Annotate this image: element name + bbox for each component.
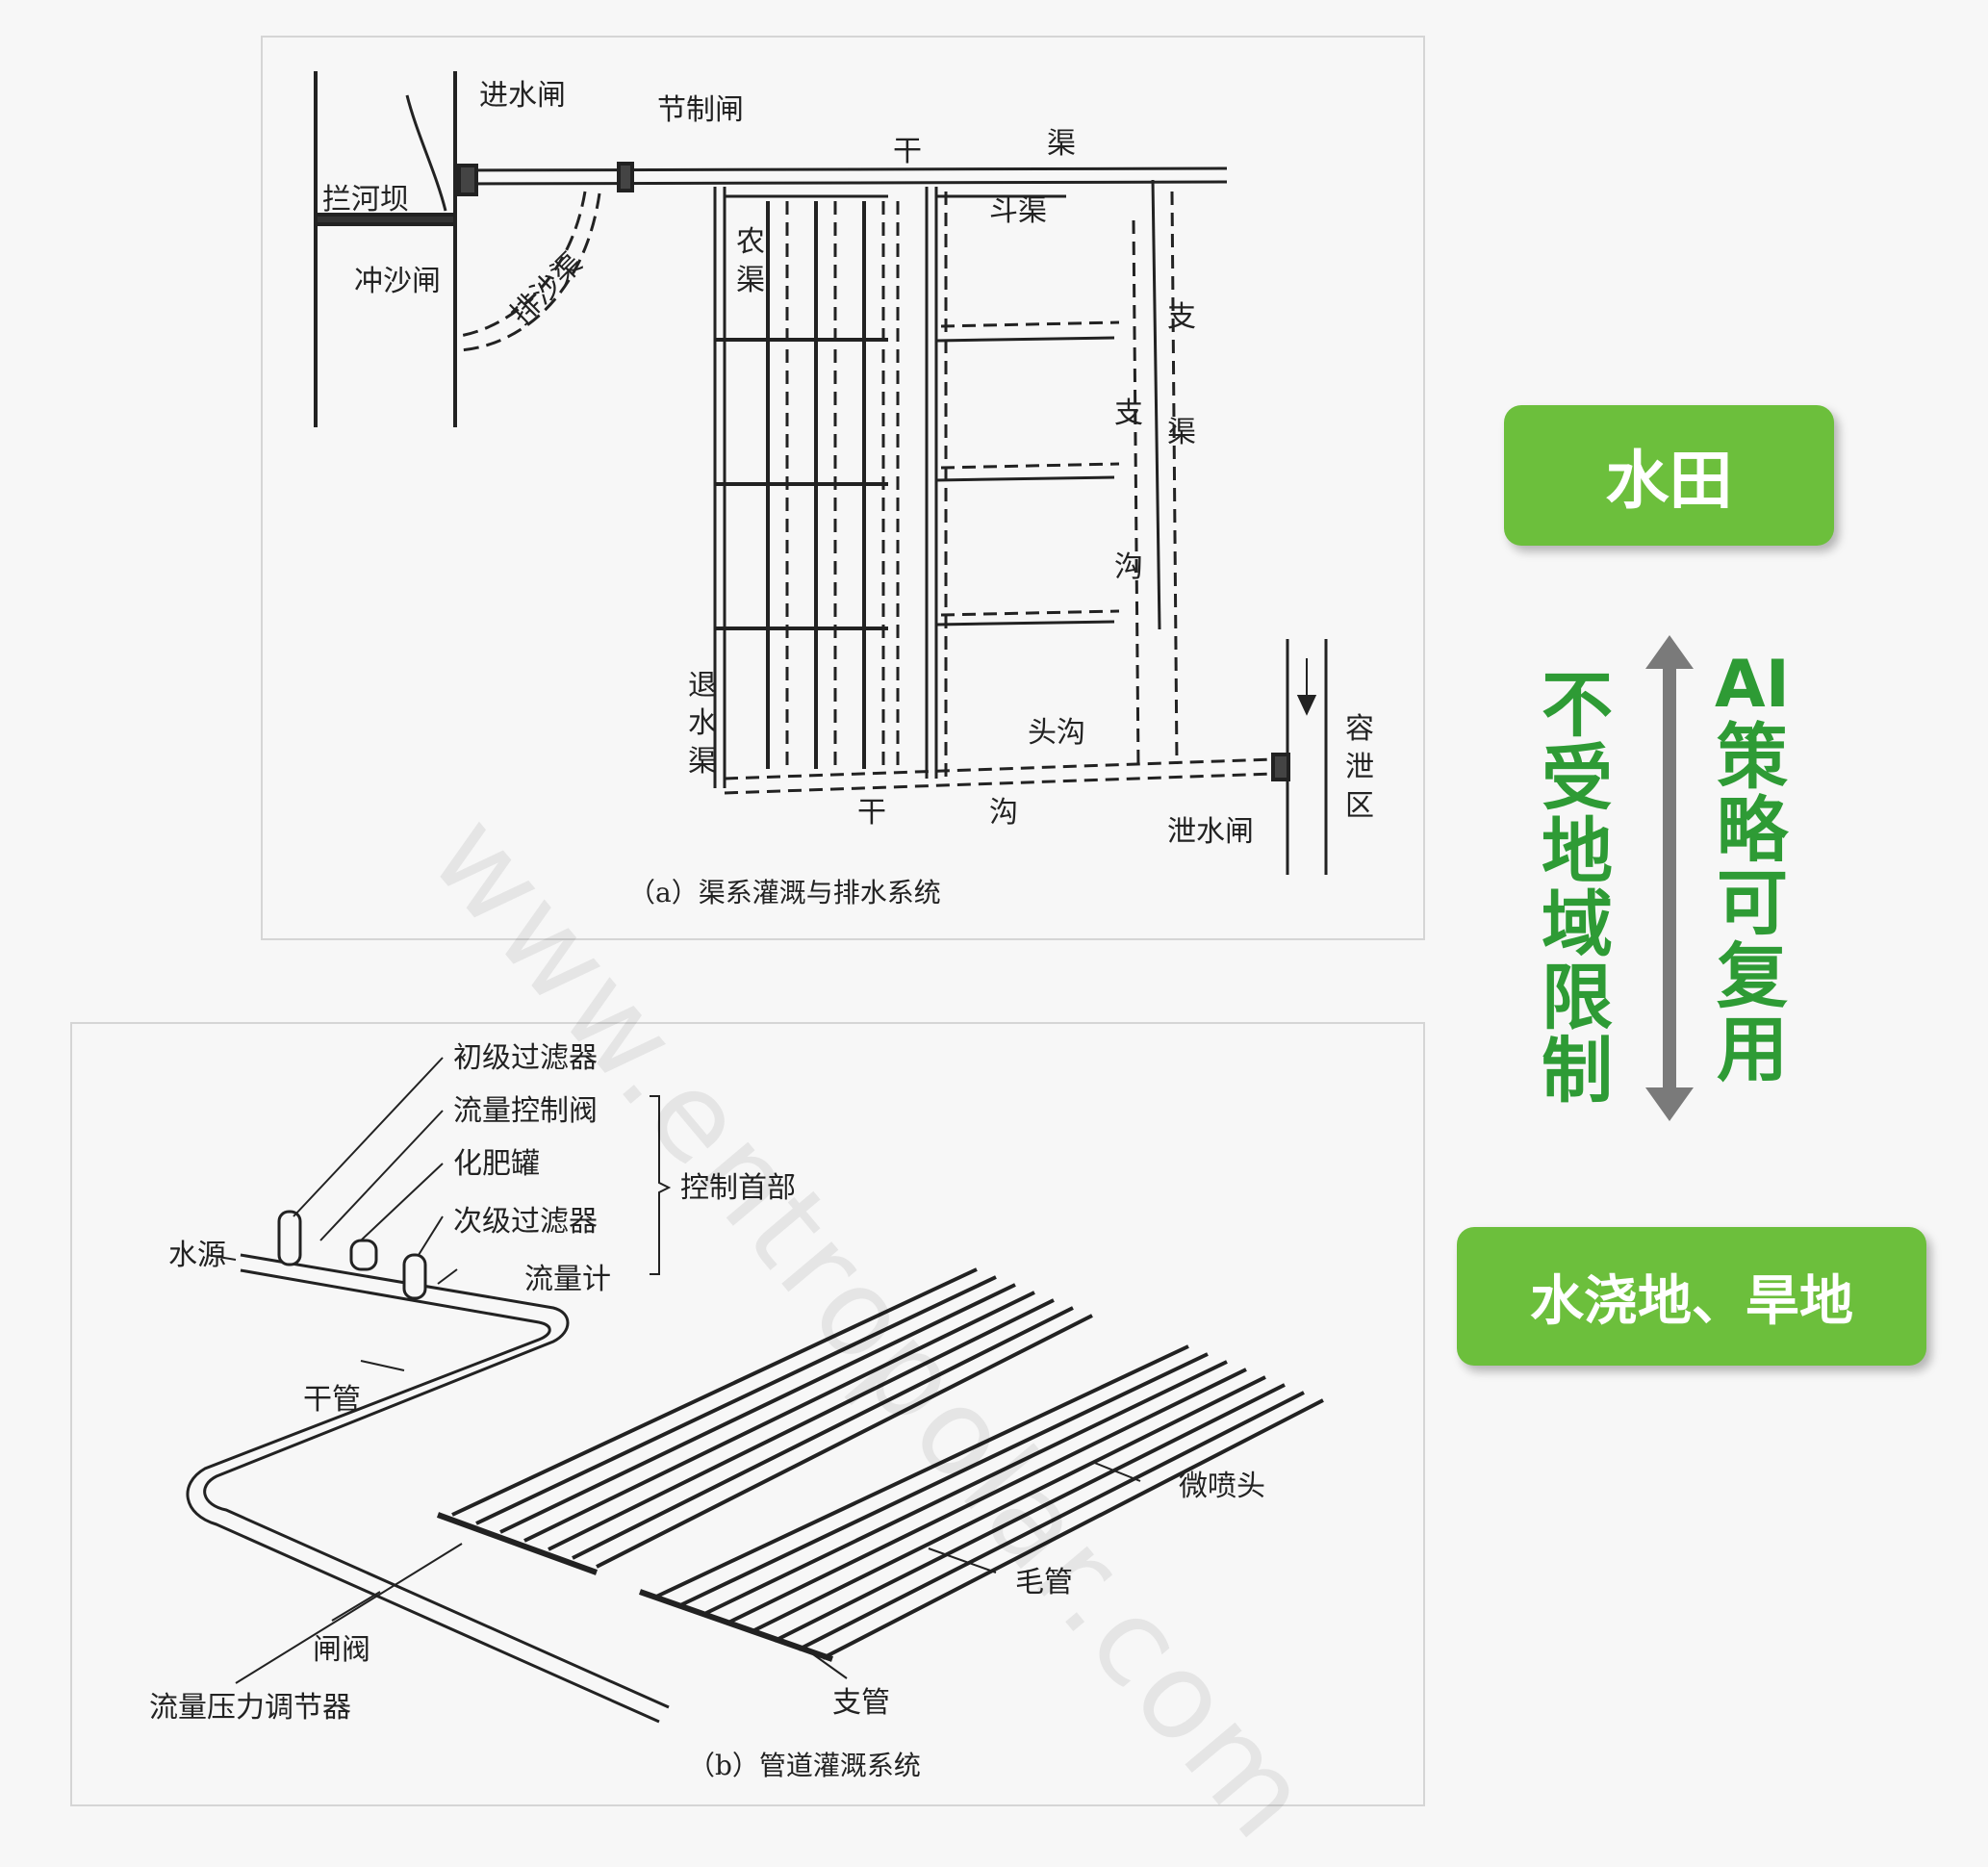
label-farm-canal-2: 渠 xyxy=(736,264,765,297)
label-return-canal-3: 渠 xyxy=(688,745,717,779)
label-branch-ditch-2: 沟 xyxy=(1114,550,1143,584)
label-micro-sprinkler: 微喷头 xyxy=(1179,1470,1265,1503)
label-primary-filter: 初级过滤器 xyxy=(453,1041,598,1075)
inlet-gate-mark xyxy=(457,164,478,196)
ai-label: AI xyxy=(1715,647,1790,723)
label-pressure-regulator: 流量压力调节器 xyxy=(149,1691,351,1725)
label-return-canal-1: 退 xyxy=(688,669,717,703)
double-arrow-icon xyxy=(1645,635,1694,1121)
ai-strategy-reusable-text: AI 策略可复用 xyxy=(1709,650,1796,1087)
label-branch-canal-2: 渠 xyxy=(1167,416,1196,449)
label-fert-tank: 化肥罐 xyxy=(453,1147,540,1181)
irrigated-dry-land-badge: 水浇地、旱地 xyxy=(1457,1227,1926,1366)
check-gate-mark xyxy=(617,162,634,192)
label-branch-pipe: 支管 xyxy=(832,1686,890,1720)
label-return-canal-2: 水 xyxy=(688,706,717,740)
label-secondary-filter: 次级过滤器 xyxy=(453,1205,598,1239)
paddy-field-badge: 水田 xyxy=(1504,405,1834,546)
label-main-canal-2: 渠 xyxy=(1047,127,1076,161)
label-receiving-2: 泄 xyxy=(1345,751,1374,784)
caption-b: （b）管道灌溉系统 xyxy=(688,1750,921,1781)
label-tail-ditch: 头沟 xyxy=(1028,716,1085,750)
label-flow-valve: 流量控制阀 xyxy=(453,1094,598,1128)
label-branch-ditch-1: 支 xyxy=(1114,396,1143,430)
dam-structure xyxy=(314,213,457,226)
label-main-ditch-2: 沟 xyxy=(989,796,1018,830)
label-control-head: 控制首部 xyxy=(680,1171,796,1205)
pipe-irrigation-diagram: 初级过滤器 流量控制阀 化肥罐 次级过滤器 流量计 控制首部 水源 干管 微喷头… xyxy=(70,1022,1425,1806)
label-gate-valve: 闸阀 xyxy=(313,1633,370,1667)
caption-a: （a）渠系灌溉与排水系统 xyxy=(628,877,941,908)
canal-diagram-drawing: 拦河坝 进水闸 节制闸 干 渠 冲沙闸 排沙渠 农 渠 斗渠 支 渠 支 沟 头… xyxy=(314,71,1374,908)
label-capillary: 毛管 xyxy=(1015,1566,1073,1599)
river-bend xyxy=(405,94,447,212)
label-lateral-canal: 斗渠 xyxy=(989,194,1047,228)
label-flow-meter: 流量计 xyxy=(524,1263,611,1296)
irrigated-dry-land-label: 水浇地、旱地 xyxy=(1530,1269,1853,1333)
label-branch-canal-1: 支 xyxy=(1167,300,1196,334)
label-dam: 拦河坝 xyxy=(322,183,409,217)
label-sand-channel: 排沙渠 xyxy=(504,246,589,331)
no-region-limit-text: 不受地域限制 xyxy=(1542,664,1613,1113)
label-flush-gate: 冲沙闸 xyxy=(354,265,441,298)
paddy-field-label: 水田 xyxy=(1605,444,1733,518)
label-inlet-gate: 进水闸 xyxy=(479,79,566,113)
label-farm-canal-1: 农 xyxy=(736,225,765,259)
drain-gate-mark xyxy=(1271,753,1290,781)
pipe-diagram-drawing: 初级过滤器 流量控制阀 化肥罐 次级过滤器 流量计 控制首部 水源 干管 微喷头… xyxy=(149,1041,1324,1781)
canal-irrigation-diagram: 拦河坝 进水闸 节制闸 干 渠 冲沙闸 排沙渠 农 渠 斗渠 支 渠 支 沟 头… xyxy=(261,36,1425,940)
strategy-reusable-label: 策略可复用 xyxy=(1717,716,1788,1091)
label-main-canal-1: 干 xyxy=(893,135,922,168)
label-check-gate: 节制闸 xyxy=(657,93,744,127)
label-main-ditch-1: 干 xyxy=(857,796,886,830)
label-water-source: 水源 xyxy=(168,1239,226,1272)
label-drain-gate: 泄水闸 xyxy=(1167,815,1254,849)
label-receiving-1: 容 xyxy=(1345,712,1374,746)
label-receiving-3: 区 xyxy=(1345,789,1374,823)
label-main-pipe: 干管 xyxy=(303,1383,361,1417)
